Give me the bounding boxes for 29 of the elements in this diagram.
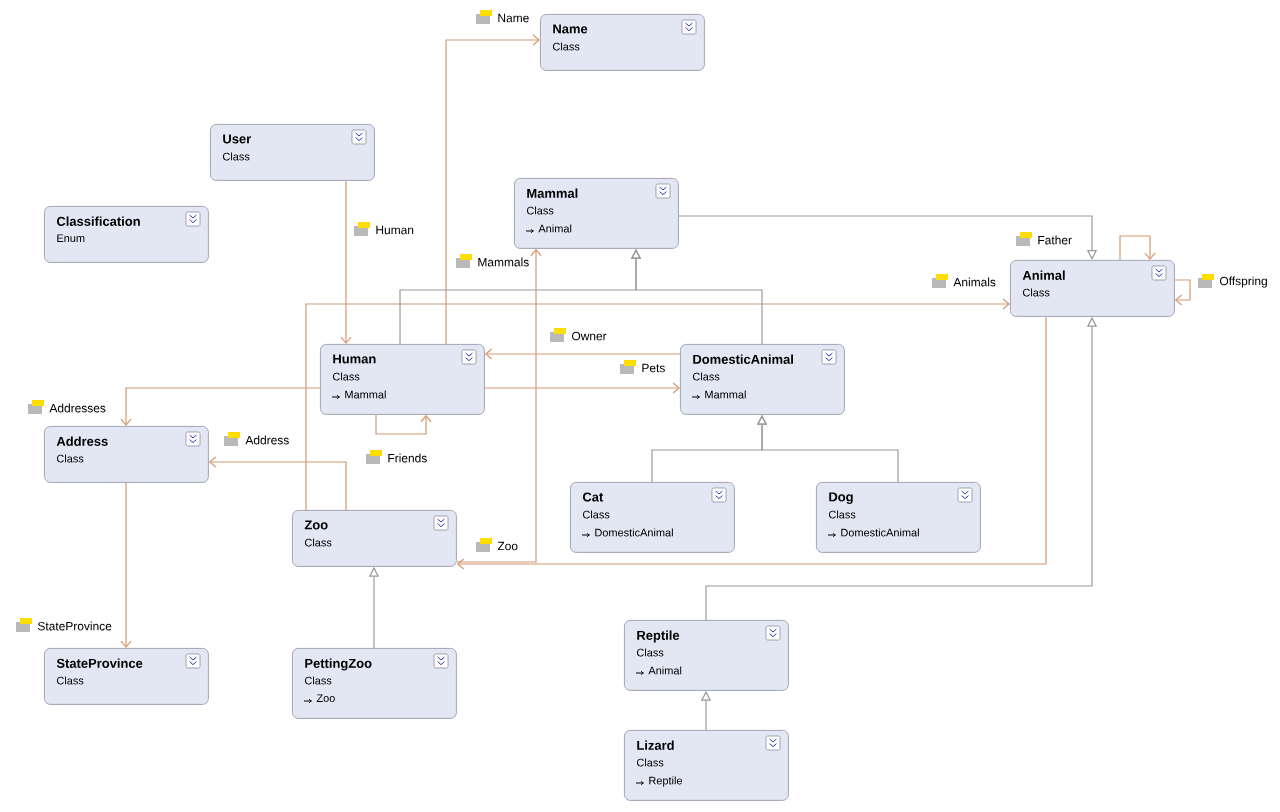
class-box [624,730,789,801]
class-box [292,648,457,719]
class-box [1010,260,1175,317]
class-box [292,510,457,567]
class-box [680,344,845,415]
association-arrow [305,298,1010,511]
association-arrow [484,348,681,360]
association-arrow [120,482,132,648]
class-box [320,344,485,415]
association-arrow [445,34,540,345]
association-arrow [484,382,680,394]
class-box [44,426,209,483]
association-arrow [208,456,347,511]
class-box [624,620,789,691]
association-arrow [1174,279,1191,306]
class-box [210,124,375,181]
association-arrow [375,414,432,435]
inheritance-arrow [678,215,1098,260]
class-box [540,14,705,71]
class-box [44,648,209,705]
association-arrow [456,316,1047,570]
class-box [816,482,981,553]
association-arrow [1119,235,1156,261]
association-arrow [456,248,542,563]
class-box [514,178,679,249]
association-arrow [120,387,321,426]
association-arrow [340,180,352,344]
class-box [44,206,209,263]
class-box [570,482,735,553]
